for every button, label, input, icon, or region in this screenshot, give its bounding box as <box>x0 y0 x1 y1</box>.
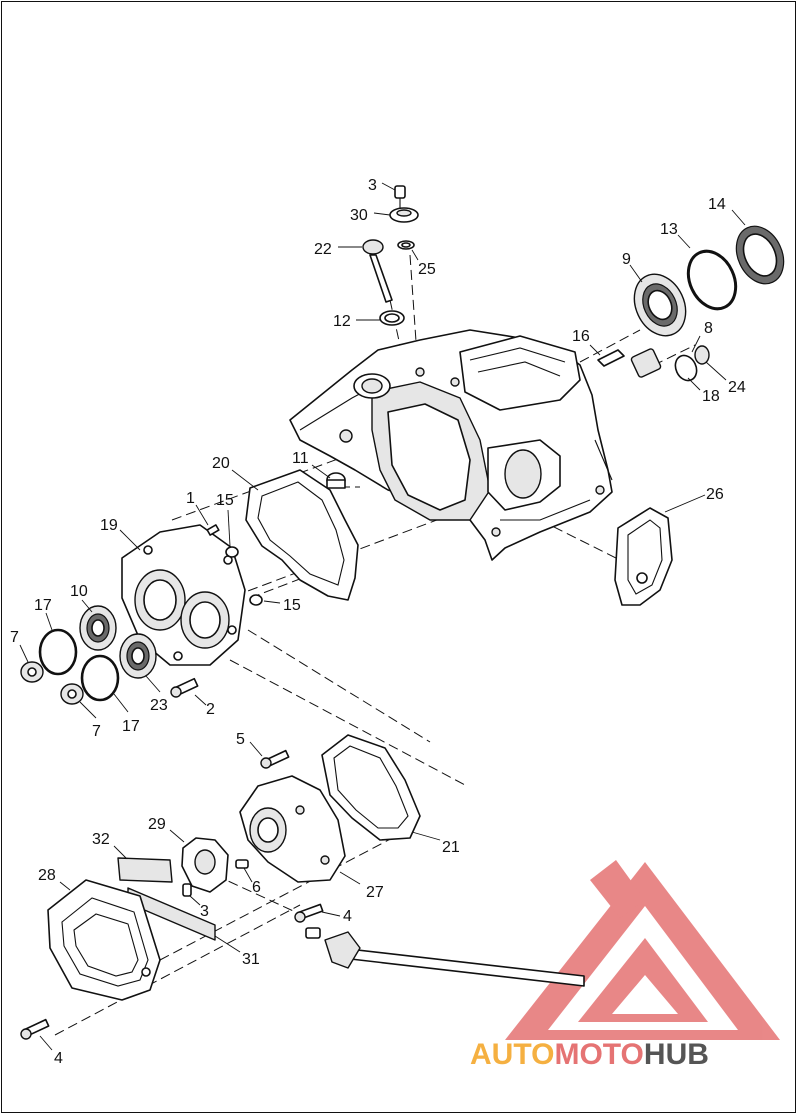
part-21-gasket <box>321 734 421 841</box>
callout-27: 27 <box>366 884 384 901</box>
callout-31: 31 <box>242 951 260 968</box>
part-1-pin <box>206 524 220 536</box>
part-3-screw-bottom <box>182 883 192 897</box>
part-8-bearing <box>630 348 662 378</box>
leader-lines <box>19 182 746 1051</box>
callout-24: 24 <box>728 379 746 396</box>
callout-5: 5 <box>236 731 245 748</box>
callout-30: 30 <box>350 207 368 224</box>
part-14-seal <box>735 225 785 285</box>
part-17-snap-ring-a <box>38 628 78 676</box>
part-4-bolt-a <box>294 903 324 923</box>
callout-3-bottom: 3 <box>200 903 209 920</box>
part-9-bearing <box>633 273 687 337</box>
part-17-snap-ring-b <box>80 654 120 702</box>
part-15-dowel-b <box>249 594 263 606</box>
callout-4-right: 4 <box>343 908 352 925</box>
watermark-logo <box>505 860 780 1040</box>
callout-11: 11 <box>292 450 309 467</box>
callout-16: 16 <box>572 328 590 345</box>
callout-6: 6 <box>252 879 261 896</box>
callout-8: 8 <box>704 320 713 337</box>
part-11-dowel <box>326 472 346 489</box>
part-2-bolt <box>170 677 199 698</box>
callout-12: 12 <box>333 313 351 330</box>
callout-18: 18 <box>702 388 720 405</box>
part-10-bearing <box>79 605 117 651</box>
callout-22: 22 <box>314 241 332 258</box>
part-27-top-cover <box>239 775 346 883</box>
part-12-oring <box>379 310 405 326</box>
part-7-nut-a <box>20 661 44 683</box>
callout-26: 26 <box>706 486 724 503</box>
callout-20: 20 <box>212 455 230 472</box>
callout-15-top: 15 <box>216 492 234 509</box>
callout-15-bottom: 15 <box>283 597 301 614</box>
part-25-oring <box>397 240 415 250</box>
part-18-spacer <box>674 354 698 382</box>
part-6-fitting <box>235 859 249 869</box>
callout-labels: 3 30 22 25 12 14 13 9 8 16 24 18 11 20 1… <box>10 177 746 1067</box>
part-7-nut-b <box>60 683 84 705</box>
part-30-plug <box>389 207 419 223</box>
part-29-vent <box>181 837 229 893</box>
part-28-cover <box>47 879 161 1001</box>
part-5-bolt <box>260 749 290 769</box>
callout-13: 13 <box>660 221 678 238</box>
callout-19: 19 <box>100 517 118 534</box>
callout-23: 23 <box>150 697 168 714</box>
callout-7-bottom: 7 <box>92 723 101 740</box>
part-13-retaining-ring <box>686 249 738 311</box>
callout-17-bottom: 17 <box>122 718 140 735</box>
part-24-nut <box>694 345 710 365</box>
part-4-bolt-b <box>20 1018 50 1040</box>
callout-9: 9 <box>622 251 631 268</box>
part-26-gasket <box>614 507 673 606</box>
shift-shaft <box>305 927 585 987</box>
callout-7-top: 7 <box>10 629 19 646</box>
callout-17-top: 17 <box>34 597 52 614</box>
callout-28: 28 <box>38 867 56 884</box>
part-19-bearing-housing <box>121 524 246 666</box>
callout-2: 2 <box>206 701 215 718</box>
part-23-bearing <box>119 633 157 679</box>
callout-25: 25 <box>418 261 436 278</box>
part-15-dowel-a <box>225 546 239 558</box>
part-20-gasket <box>245 469 359 601</box>
callout-4-left: 4 <box>54 1050 63 1067</box>
callout-21: 21 <box>442 839 460 856</box>
part-32-label <box>117 857 173 883</box>
callout-10: 10 <box>70 583 88 600</box>
callout-14: 14 <box>708 196 726 213</box>
part-22-dipstick <box>362 239 393 303</box>
callout-29: 29 <box>148 816 166 833</box>
callout-3-top: 3 <box>368 177 377 194</box>
callout-32: 32 <box>92 831 110 848</box>
callout-1: 1 <box>186 490 195 507</box>
watermark-text: AUTOMOTOHUB <box>470 1038 709 1071</box>
part-16-pin <box>597 349 625 367</box>
part-3-screw-top <box>394 185 406 210</box>
transmission-case <box>289 329 613 561</box>
